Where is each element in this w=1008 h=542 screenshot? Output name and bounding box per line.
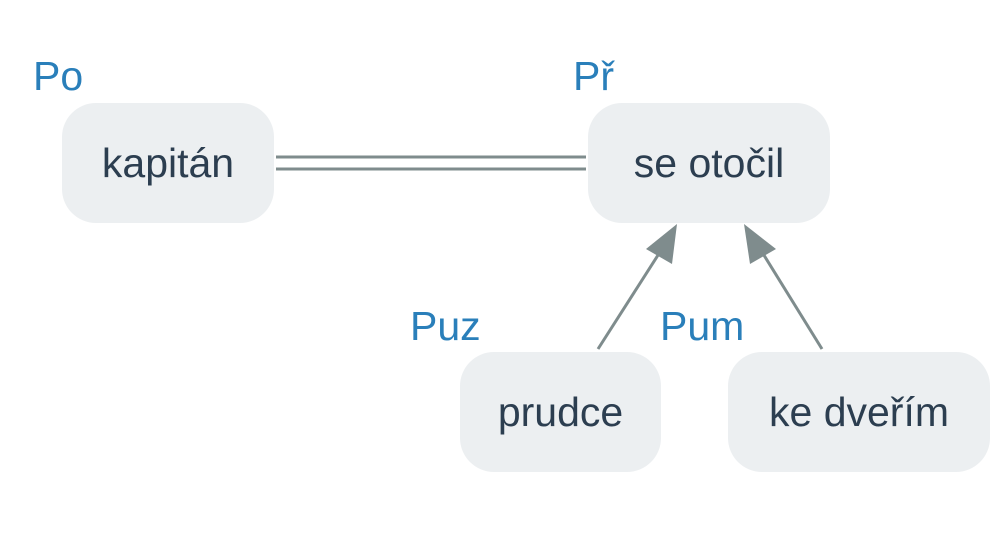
node-se-otocil: se otočil bbox=[588, 103, 830, 223]
node-prudce: prudce bbox=[460, 352, 661, 472]
role-label-puz: Puz bbox=[410, 303, 481, 349]
node-label: ke dveřím bbox=[769, 388, 949, 435]
role-label-po: Po bbox=[33, 53, 84, 99]
edge-dverim-otocil bbox=[760, 251, 824, 350]
node-label: prudce bbox=[497, 388, 624, 435]
node-kapitan: kapitán bbox=[62, 103, 274, 223]
role-label-pr: Př bbox=[573, 53, 614, 99]
arrowhead-dverim-otocil bbox=[744, 224, 776, 264]
node-label: kapitán bbox=[101, 139, 235, 186]
edge-prudce-otocil bbox=[596, 251, 662, 350]
arrowhead-prudce-otocil bbox=[646, 224, 677, 264]
role-label-pum: Pum bbox=[660, 303, 745, 349]
node-ke-dverim: ke dveřím bbox=[728, 352, 990, 472]
node-label: se otočil bbox=[633, 139, 785, 186]
